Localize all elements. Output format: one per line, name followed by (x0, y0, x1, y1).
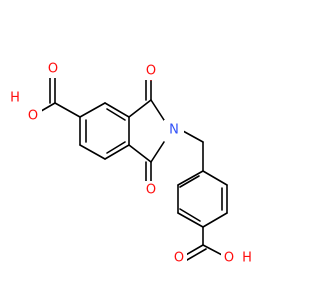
label-bg (26, 107, 42, 125)
bond (186, 248, 207, 261)
bond (150, 99, 165, 121)
bond (183, 244, 204, 257)
bond (202, 212, 228, 228)
acid-hydrogen-right: H (242, 251, 252, 266)
bond (177, 212, 204, 228)
bond (104, 144, 130, 160)
acid-hydrogen-left: H (10, 91, 20, 106)
bond (79, 144, 106, 160)
bond (182, 130, 204, 143)
label-bg (171, 248, 187, 266)
bond (150, 141, 165, 163)
nitrogen-atom: N (169, 123, 179, 138)
label-bg (164, 120, 184, 140)
bond (106, 141, 126, 154)
label-bg (143, 62, 159, 80)
bond (79, 102, 106, 118)
acid-hydroxyl-oxygen-left: O (28, 109, 38, 124)
bond (179, 175, 200, 188)
acid-hydroxyl-oxygen-right: O (224, 251, 234, 266)
carbonyl-oxygen-top: O (146, 64, 156, 79)
label-bg (143, 181, 159, 199)
bond (177, 170, 204, 186)
bond (128, 144, 152, 163)
label-bg (45, 60, 61, 78)
bond (202, 244, 225, 257)
label-bg (221, 248, 237, 266)
bond (54, 102, 81, 118)
carbonyl-oxygen-bottom: O (146, 183, 156, 198)
acid-carbonyl-oxygen-right: O (174, 251, 184, 266)
bond (104, 102, 130, 118)
bond (202, 170, 228, 186)
molecule-canvas: N O O O O H O O H (10, 60, 252, 266)
bond (106, 108, 126, 121)
bond (179, 208, 201, 222)
acid-carbonyl-oxygen-left: O (48, 62, 58, 77)
molecule-structure: N O O O O H O O H (10, 60, 252, 266)
bond (128, 99, 152, 118)
